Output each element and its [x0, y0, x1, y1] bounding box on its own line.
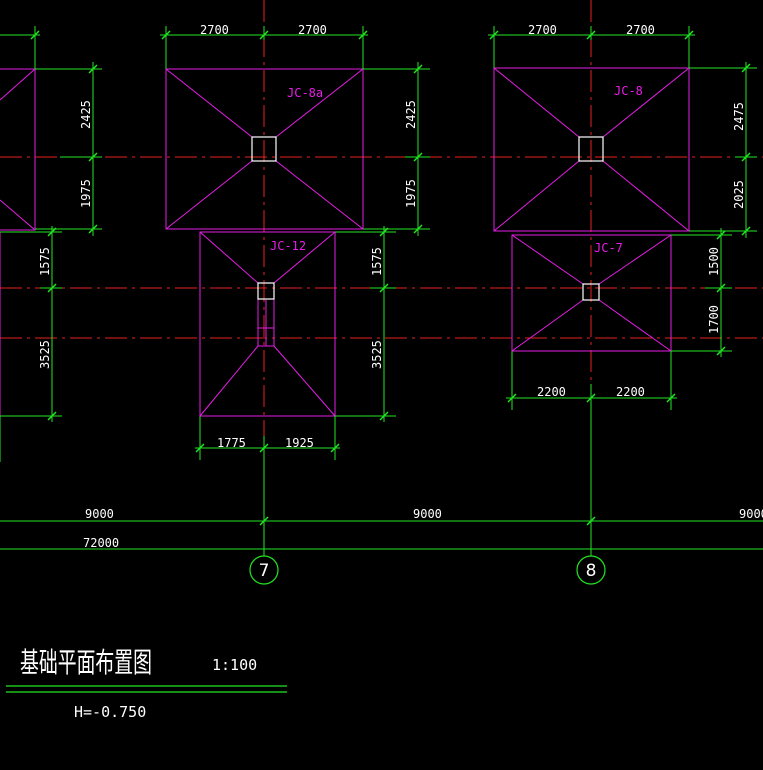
dim-jc12-depth-bottom: 3525	[370, 340, 384, 369]
columns	[251, 136, 604, 301]
footing-outlines	[0, 67, 690, 418]
tag-jc8: JC-8	[614, 84, 643, 98]
footing-jc8-diag	[602, 160, 690, 232]
dim-jc8a-width-right: 2700	[298, 23, 327, 37]
dim-jc8a-width-left: 2700	[200, 23, 229, 37]
footing-jc7	[511, 234, 672, 352]
dim-bay-middle: 9000	[413, 507, 442, 521]
dim-jc7-width-right: 2200	[616, 385, 645, 399]
dim-jc7-depth-bottom: 1700	[707, 305, 721, 334]
dim-jc8a-depth-bottom: 1975	[404, 179, 418, 208]
footing-jc12	[199, 231, 336, 417]
footing-jc8a-diag	[165, 68, 253, 138]
tag-jc12: JC-12	[270, 239, 306, 253]
footing-jc12-diag	[273, 345, 336, 417]
axis-label-7: 7	[259, 561, 270, 581]
tag-jc7: JC-7	[594, 241, 623, 255]
title-underline	[6, 685, 287, 693]
axis-bubbles	[249, 555, 606, 585]
dim-jc12-depth-top: 1575	[370, 247, 384, 276]
column-jc8a	[251, 136, 277, 162]
drawing-elevation: H=-0.750	[74, 703, 146, 721]
footing-jc7-diag	[511, 299, 584, 352]
dim-left-lower-depth-bottom: 3525	[38, 340, 52, 369]
footing-jc8-diag	[493, 160, 580, 232]
dim-bay-right: 9000	[739, 507, 763, 521]
footing-jc7-diag	[598, 234, 672, 285]
footing-jc8a-diag	[275, 160, 364, 230]
dim-left-depth-top: 2425	[79, 100, 93, 129]
footing-jc8	[493, 67, 690, 232]
dim-jc12-width-left: 1775	[217, 436, 246, 450]
dim-jc8-depth-bottom: 2025	[732, 180, 746, 209]
drawing-title: 基础平面布置图	[20, 646, 152, 679]
footing-jc7-diag	[511, 234, 584, 285]
footing-jc12-diag	[199, 231, 259, 284]
axis-bubble-8	[576, 555, 606, 585]
dim-jc7-width-left: 2200	[537, 385, 566, 399]
tag-jc8a: JC-8a	[287, 86, 323, 100]
dim-jc12-width-right: 1925	[285, 436, 314, 450]
footing-jc8a	[165, 68, 364, 230]
dim-jc8-depth-top: 2475	[732, 102, 746, 131]
dim-jc8-width-left: 2700	[528, 23, 557, 37]
column-jc12	[257, 282, 275, 300]
footing-left-upper-diag	[0, 68, 36, 101]
dim-jc7-depth-top: 1500	[707, 247, 721, 276]
dim-left-depth-bottom: 1975	[79, 179, 93, 208]
axis-bubble-7	[249, 555, 279, 585]
column-jc8	[578, 136, 604, 162]
dim-total: 72000	[83, 536, 119, 550]
footing-jc8-diag	[602, 67, 690, 138]
footing-left-upper	[0, 68, 36, 231]
dim-jc8a-depth-top: 2425	[404, 100, 418, 129]
column-jc7	[582, 283, 600, 301]
footing-jc7-diag	[598, 299, 672, 352]
dimension-ticks	[30, 30, 751, 526]
axis-label-8: 8	[586, 561, 597, 581]
dim-jc8-width-right: 2700	[626, 23, 655, 37]
dim-bay-left: 9000	[85, 507, 114, 521]
footing-jc8-diag	[493, 67, 580, 138]
footing-jc8a-diag	[165, 160, 253, 230]
footing-jc12-diag	[273, 231, 336, 284]
footing-jc12-diag	[199, 345, 259, 417]
dim-left-lower-depth-top: 1575	[38, 247, 52, 276]
footing-left-upper-diag	[0, 199, 36, 231]
footing-jc8a-diag	[275, 68, 364, 138]
drawing-scale: 1:100	[212, 656, 257, 674]
